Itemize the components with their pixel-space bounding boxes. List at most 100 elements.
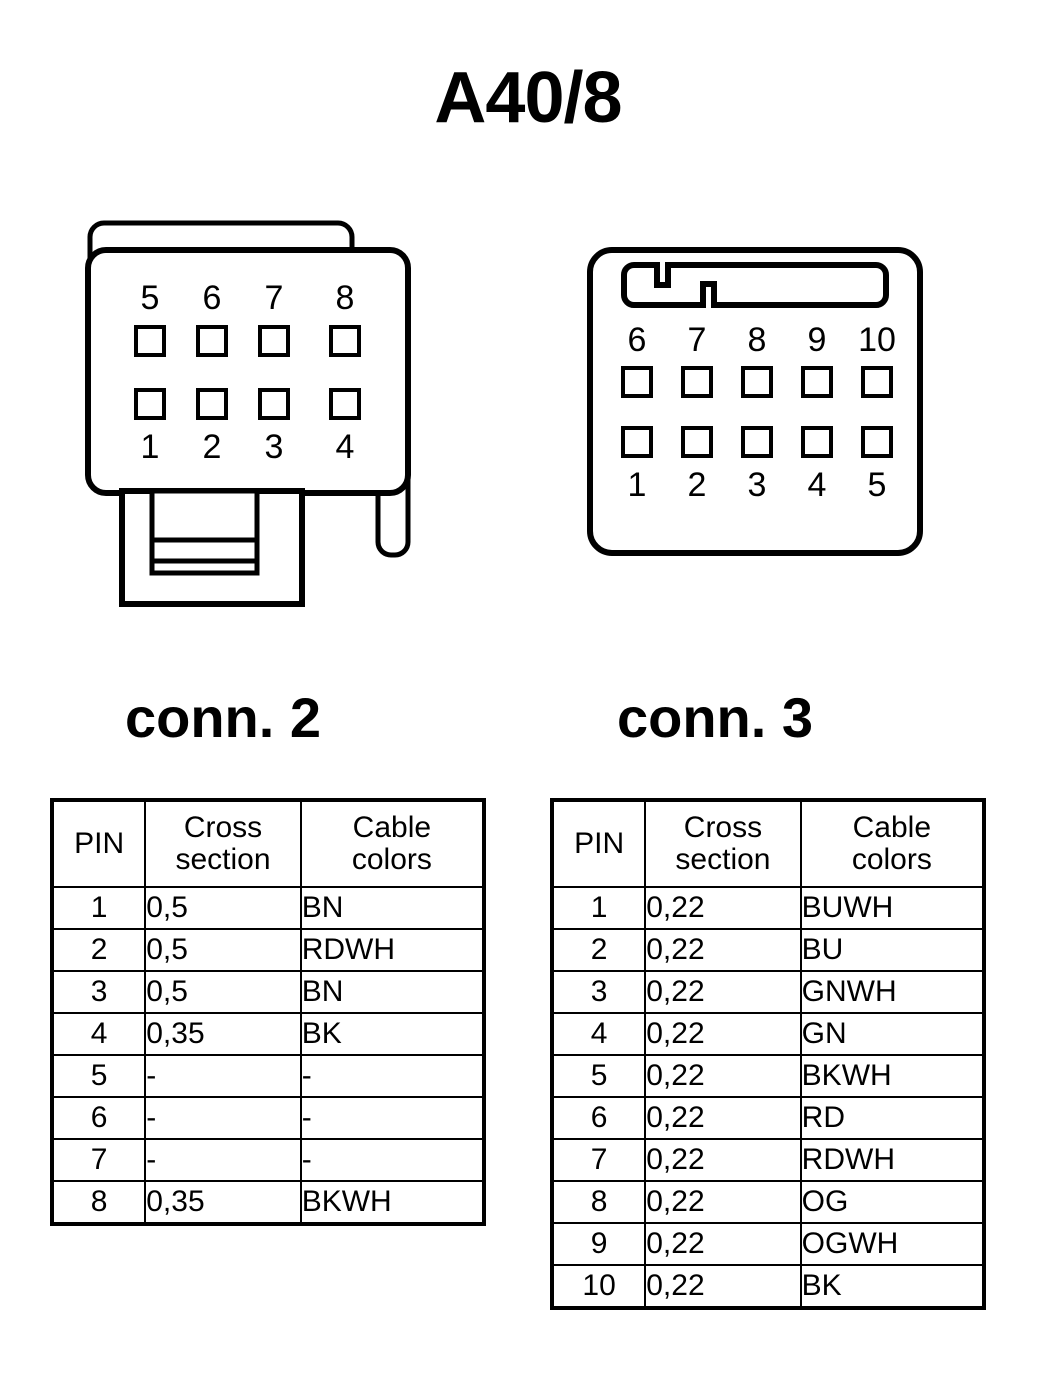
- connector-right-pin-label-9: 9: [808, 321, 827, 359]
- connector-right-pin-socket-9: [801, 366, 833, 398]
- connector-left-pin-socket-6: [196, 325, 228, 357]
- cell-cross-section: 0,22: [644, 1012, 802, 1056]
- cell-pin: 2: [550, 928, 647, 972]
- cell-cable-colors: BK: [799, 1264, 986, 1309]
- cell-cable-colors: -: [299, 1096, 486, 1140]
- cell-pin: 10: [550, 1264, 647, 1309]
- column-header-cable-colors-line1: Cable: [352, 810, 432, 844]
- cell-cross-section: 0,22: [644, 1180, 802, 1224]
- cell-cable-colors: -: [299, 1054, 486, 1098]
- conn-3-table-head: PIN Cross section Cable colors: [550, 799, 986, 888]
- connector-drawings-area: 5 6 7 8 1 2 3 4 6: [0, 200, 1056, 650]
- cell-cable-colors: BU: [799, 928, 986, 972]
- connector-right-pin-label-3: 3: [748, 466, 767, 504]
- connector-left-pin-socket-3: [258, 388, 290, 420]
- cell-pin: 4: [550, 1012, 647, 1056]
- cell-pin: 1: [50, 886, 147, 930]
- cell-pin: 9: [550, 1222, 647, 1266]
- cell-cross-section: 0,22: [644, 1096, 802, 1140]
- connector-left-pin-socket-8: [329, 325, 361, 357]
- column-header-pin: PIN: [50, 799, 147, 888]
- cell-cable-colors: GNWH: [799, 970, 986, 1014]
- cell-cable-colors: RDWH: [799, 1138, 986, 1182]
- connector-right-pin-label-5: 5: [868, 466, 887, 504]
- cell-cross-section: 0,22: [644, 1138, 802, 1182]
- cell-cable-colors: BK: [299, 1012, 486, 1056]
- conn-3-connector-drawing: 6 7 8 9 10 1 2 3 4 5: [587, 247, 923, 556]
- cell-cable-colors: BKWH: [799, 1054, 986, 1098]
- conn-2-table-head: PIN Cross section Cable colors: [50, 799, 486, 888]
- column-header-cross-section: Cross section: [144, 799, 302, 888]
- cell-cable-colors: OGWH: [799, 1222, 986, 1266]
- cell-cross-section: -: [144, 1054, 302, 1098]
- page-title: A40/8: [434, 58, 622, 138]
- connector-right-pin-socket-1: [621, 426, 653, 458]
- table-row: 7--: [50, 1138, 486, 1182]
- cell-cross-section: 0,5: [144, 970, 302, 1014]
- cell-cable-colors: BN: [299, 886, 486, 930]
- connector-right-pin-socket-10: [861, 366, 893, 398]
- column-header-cable-colors-line1: Cable: [852, 810, 932, 844]
- cell-pin: 1: [550, 886, 647, 930]
- cell-pin: 5: [550, 1054, 647, 1098]
- table-row: 6--: [50, 1096, 486, 1140]
- connector-right-pin-label-6: 6: [628, 321, 647, 359]
- connector-left-pin-socket-5: [134, 325, 166, 357]
- table-row: 5--: [50, 1054, 486, 1098]
- connector-right-pin-label-7: 7: [688, 321, 707, 359]
- connector-right-pin-label-8: 8: [748, 321, 767, 359]
- cell-cable-colors: -: [299, 1138, 486, 1182]
- connector-left-pin-label-8: 8: [336, 279, 355, 317]
- connector-right-pin-socket-2: [681, 426, 713, 458]
- connector-right-body: [587, 247, 923, 556]
- column-header-cross-section-line2: section: [175, 843, 271, 876]
- column-header-cross-section-line1: Cross: [683, 810, 763, 844]
- column-header-cable-colors-line2: colors: [351, 843, 432, 876]
- cell-pin: 8: [50, 1180, 147, 1225]
- cell-cross-section: 0,35: [144, 1180, 302, 1225]
- cell-cable-colors: BN: [299, 970, 486, 1014]
- cell-cross-section: 0,22: [644, 1054, 802, 1098]
- connector-left-body: [85, 247, 411, 496]
- cell-cable-colors: OG: [799, 1180, 986, 1224]
- connector-left-pin-label-4: 4: [336, 428, 355, 466]
- cell-pin: 7: [550, 1138, 647, 1182]
- connector-left-pin-label-1: 1: [141, 428, 160, 466]
- connector-right-pin-label-10: 10: [858, 321, 896, 359]
- connector-left-pin-socket-7: [258, 325, 290, 357]
- cell-cross-section: 0,5: [144, 928, 302, 972]
- column-header-cross-section: Cross section: [644, 799, 802, 888]
- cell-cable-colors: BUWH: [799, 886, 986, 930]
- cell-pin: 6: [50, 1096, 147, 1140]
- connector-right-pin-socket-5: [861, 426, 893, 458]
- column-header-cross-section-line1: Cross: [183, 810, 263, 844]
- cell-cross-section: 0,35: [144, 1012, 302, 1056]
- connector-left-pin-label-3: 3: [265, 428, 284, 466]
- connector-left-pin-socket-4: [329, 388, 361, 420]
- cell-pin: 6: [550, 1096, 647, 1140]
- connector-right-pin-socket-7: [681, 366, 713, 398]
- connector-right-pin-socket-4: [801, 426, 833, 458]
- connector-left-pin-label-5: 5: [141, 279, 160, 317]
- table-header-row: PIN Cross section Cable colors: [50, 799, 486, 888]
- cell-pin: 8: [550, 1180, 647, 1224]
- column-header-cable-colors-line2: colors: [851, 843, 932, 876]
- connector-right-pin-socket-3: [741, 426, 773, 458]
- cell-cable-colors: RDWH: [299, 928, 486, 972]
- connector-right-pin-label-4: 4: [808, 466, 827, 504]
- cell-pin: 3: [50, 970, 147, 1014]
- column-header-cable-colors: Cable colors: [799, 799, 986, 888]
